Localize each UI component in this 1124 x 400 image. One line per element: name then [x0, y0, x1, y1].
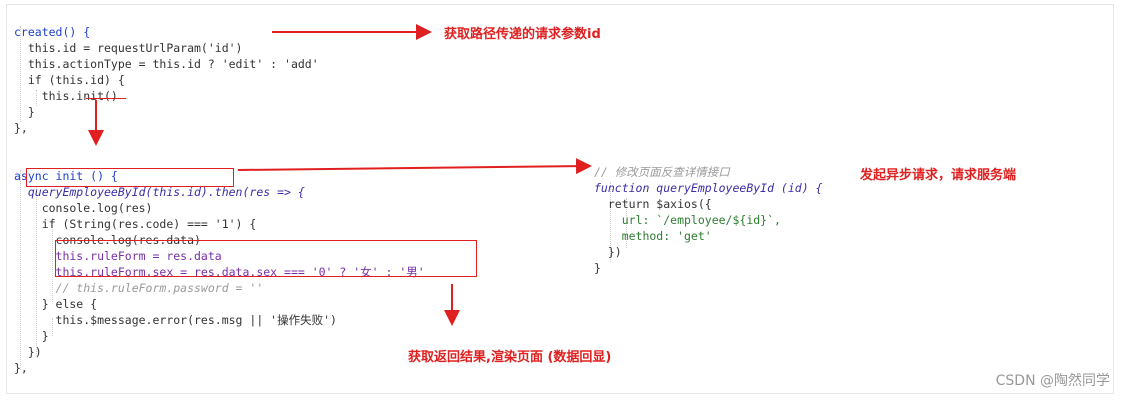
code-line: async init () { — [14, 169, 118, 183]
code-line: url: `/employee/${id}`, — [594, 213, 781, 227]
code-line: }) — [594, 245, 622, 259]
indent-guide — [626, 198, 627, 248]
code-line: console.log(res) — [14, 201, 153, 215]
annotation-param: 获取路径传递的请求参数id — [444, 27, 601, 42]
annotation-async-request: 发起异步请求，请求服务端 — [860, 168, 1017, 183]
indent-guide — [610, 182, 611, 262]
indent-guide — [36, 186, 37, 356]
indent-guide — [52, 318, 53, 336]
code-line: this.$message.error(res.msg || '操作失败') — [14, 313, 337, 327]
code-line: function queryEmployeeById (id) { — [594, 181, 823, 195]
code-line: this.init() — [14, 89, 118, 103]
highlight-ruleform-assign — [55, 240, 477, 277]
code-line: return $axios({ — [594, 197, 712, 211]
indent-guide — [20, 170, 21, 370]
code-api-block: // 修改页面反查详情接口 function queryEmployeeById … — [594, 148, 822, 292]
code-created-block: created() { this.id = requestUrlParam('i… — [14, 8, 319, 152]
code-line: this.actionType = this.id ? 'edit' : 'ad… — [14, 57, 319, 71]
indent-guide — [52, 218, 53, 302]
watermark: CSDN @陶然同学 — [995, 373, 1110, 389]
code-line: this.id = requestUrlParam('id') — [14, 41, 243, 55]
code-line: } — [594, 261, 601, 275]
code-line: this.ruleForm = res.data — [14, 249, 222, 263]
code-line: }) — [14, 345, 42, 359]
indent-guide — [20, 26, 21, 122]
code-comment-line: // this.ruleForm.password = '' — [14, 281, 264, 295]
code-init-block: async init () { queryEmployeeById(this.i… — [14, 152, 425, 392]
code-line: }, — [14, 121, 28, 135]
code-line: } — [14, 329, 49, 343]
code-line: queryEmployeeById(this.id).then(res => { — [14, 185, 305, 199]
code-line: } else { — [14, 297, 98, 311]
annotation-result: 获取返回结果,渲染页面 (数据回显) — [408, 350, 612, 365]
arrow-to-api — [237, 158, 592, 175]
indent-guide — [36, 90, 37, 106]
code-line: method: 'get' — [594, 229, 712, 243]
code-comment-line: // 修改页面反查详情接口 — [594, 165, 730, 179]
code-line: }, — [14, 361, 28, 375]
highlight-query-call — [26, 168, 234, 187]
code-line: if (String(res.code) === '1') { — [14, 217, 257, 231]
code-line: if (this.id) { — [14, 73, 125, 87]
code-line: } — [14, 105, 35, 119]
code-line: created() { — [14, 25, 91, 39]
underline-init-call — [86, 98, 126, 99]
code-line: this.ruleForm.sex = res.data.sex === '0'… — [14, 265, 425, 279]
screenshot-frame — [6, 4, 1114, 394]
